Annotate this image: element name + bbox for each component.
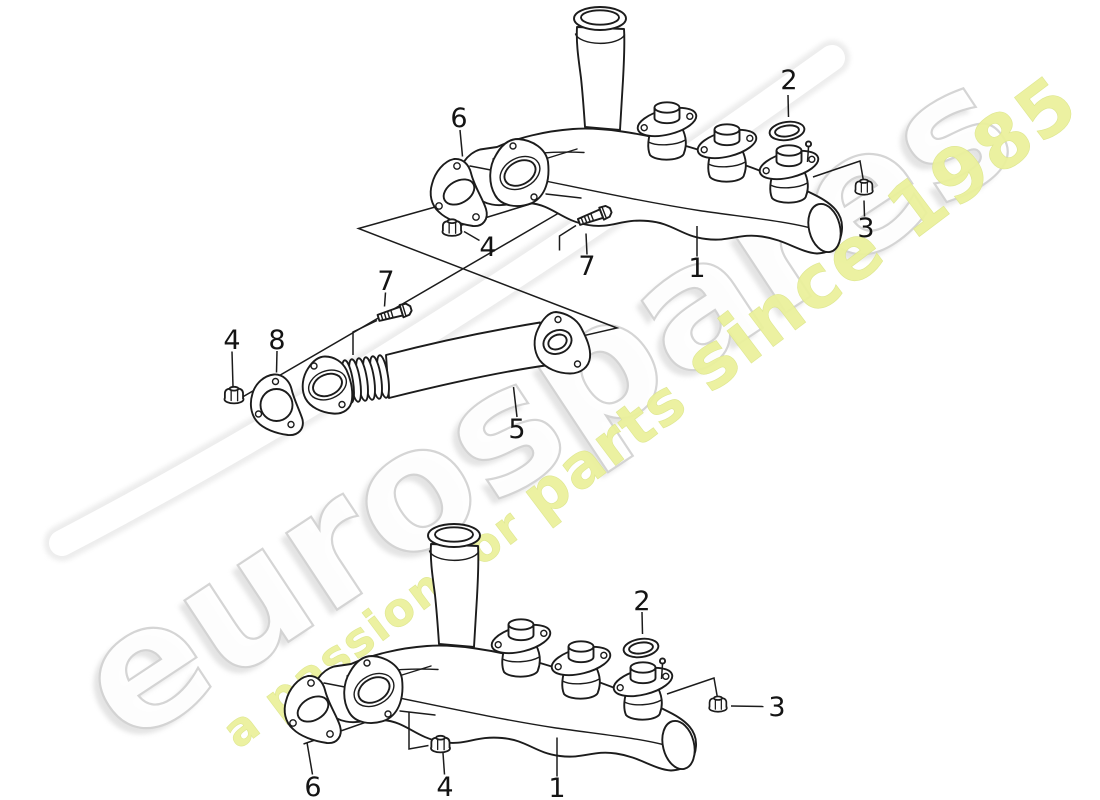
bottom-flange-nut: [430, 734, 451, 754]
bottom-manifold-hardware: [408, 712, 451, 754]
pipe-left-flange: [301, 355, 354, 415]
cross-pipe-drawing: [223, 301, 592, 436]
callout-3-bottom: 3: [768, 692, 785, 723]
callout-7-pipe: 7: [377, 266, 394, 297]
bottom-nut-leader: [408, 712, 429, 750]
top-bolt-leader: [558, 224, 577, 251]
pipe-right-flange: [533, 311, 592, 375]
callout-8-pipe: 8: [268, 325, 285, 356]
callout-1-bottom: 1: [548, 773, 565, 800]
pipe-gasket: [249, 373, 304, 436]
top-manifold-hardware: [441, 203, 614, 251]
callout-1-top: 1: [688, 253, 705, 284]
callout-3-top: 3: [857, 213, 874, 244]
top-flange-nut: [441, 218, 463, 237]
callout-5-pipe: 5: [508, 414, 525, 445]
callouts: 6 4 7 1 2 3 7 4 8 5 6 4 1 2 3: [223, 65, 874, 800]
callout-4-top: 4: [479, 232, 496, 263]
callout-2-bottom: 2: [633, 586, 650, 617]
callout-4-bottom: 4: [436, 772, 453, 800]
pipe-nut: [223, 385, 245, 405]
pipe-bellows: [341, 354, 390, 404]
callout-2-top: 2: [780, 65, 797, 96]
callout-7-top: 7: [578, 251, 595, 282]
pipe-bolt: [375, 301, 414, 326]
callout-4-pipe: 4: [223, 325, 240, 356]
pipe-bolt-leader: [352, 319, 378, 355]
callout-6-bottom: 6: [304, 772, 321, 800]
callout-6-top: 6: [450, 103, 467, 134]
